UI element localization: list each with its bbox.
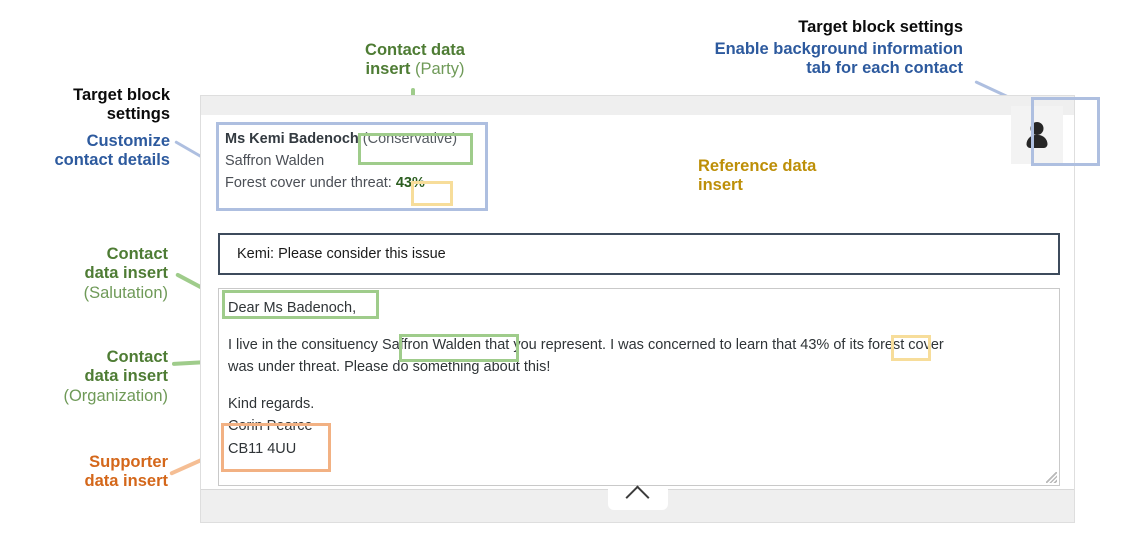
reference-value: 43% [395,175,425,192]
background-information-tab[interactable] [1011,106,1063,164]
annotation-bold: insert [365,60,411,79]
annotation-supporter-data-insert: Supporter data insert [0,453,168,492]
body-gap-2 [228,379,1049,393]
body-text-a: I live in the consituency [228,336,382,353]
annotation-target-block-settings-right: Target block settings [600,18,963,37]
reference-label: Forest cover under threat: [225,175,396,192]
annotation-line: Target block [73,86,170,104]
annotation-target-block-settings-left: Target block settings [0,86,170,125]
collapse-panel-button[interactable] [607,485,668,510]
textarea-resize-handle[interactable] [1046,472,1057,483]
subject-input[interactable]: Kemi: Please consider this issue [218,233,1060,275]
annotation-contact-data-insert-party: Contact data insert (Party) [330,41,500,80]
person-icon [1024,122,1050,148]
annotation-line: Enable background information [714,40,963,58]
contact-name-row: Ms Kemi Badenoch (Conservative) [225,128,484,150]
subject-value: Kemi: Please consider this issue [237,246,446,262]
body-pct-insert: 43% [800,336,830,353]
body-salutation: Dear Ms Badenoch, [228,300,357,316]
body-text-b: that you represent. I was concerned to l… [481,336,801,353]
annotation-line: insert (Party) [330,60,500,79]
annotation-line: Contact [106,245,168,263]
annotation-line: insert [698,176,743,195]
message-body-textarea[interactable]: Dear Ms Badenoch, I live in the consitue… [218,288,1060,486]
annotation-line: data insert [84,264,168,283]
annotation-paren: (Organization) [63,386,168,405]
contact-details-block[interactable]: Ms Kemi Badenoch (Conservative) Saffron … [218,123,490,200]
contact-party: (Conservative) [358,131,458,147]
annotation-contact-data-insert-salutation: Contact data insert (Salutation) [0,245,168,303]
chevron-up-icon [625,485,650,510]
annotation-contact-data-insert-organization: Contact data insert (Organization) [0,348,168,406]
email-compose-panel: Ms Kemi Badenoch (Conservative) Saffron … [200,95,1075,523]
annotation-customize-contact-details: Customize contact details [0,132,170,171]
annotation-line: Reference data [698,157,817,175]
body-supporter-postcode: CB11 4UU [228,441,297,458]
annotation-line: data insert [84,367,168,386]
panel-top-strip [201,96,1074,115]
body-signoff: Kind regards. [228,395,315,412]
contact-reference-row: Forest cover under threat: 43% [225,172,484,194]
contact-organization: Saffron Walden [225,153,325,170]
annotation-line: Contact [106,348,168,366]
body-paragraph-line2: was under threat. Please do something ab… [228,359,551,376]
annotation-line: tab for each contact [806,59,963,78]
annotation-reference-data-insert: Reference data insert [698,157,928,196]
body-supporter-name: Corin Pearce [228,418,313,435]
annotation-line: Supporter [89,453,168,471]
body-gap-1 [228,320,1049,334]
annotation-line: contact details [54,151,170,170]
annotation-paren: (Party) [410,60,465,79]
body-paragraph: I live in the consituency Saffron Walden… [228,334,1049,357]
annotation-enable-background-info: Enable background information tab for ea… [600,40,963,79]
annotation-line: data insert [84,472,168,491]
annotation-line: Customize [86,132,170,150]
body-text-c: of its forest cover [829,336,944,353]
annotation-line: Contact data [365,41,465,59]
annotation-line: Target block settings [798,18,963,36]
annotation-paren: (Salutation) [83,283,168,302]
contact-name: Ms Kemi Badenoch [225,131,359,147]
body-org-insert: Saffron Walden [381,336,482,353]
annotation-line: settings [106,105,170,124]
